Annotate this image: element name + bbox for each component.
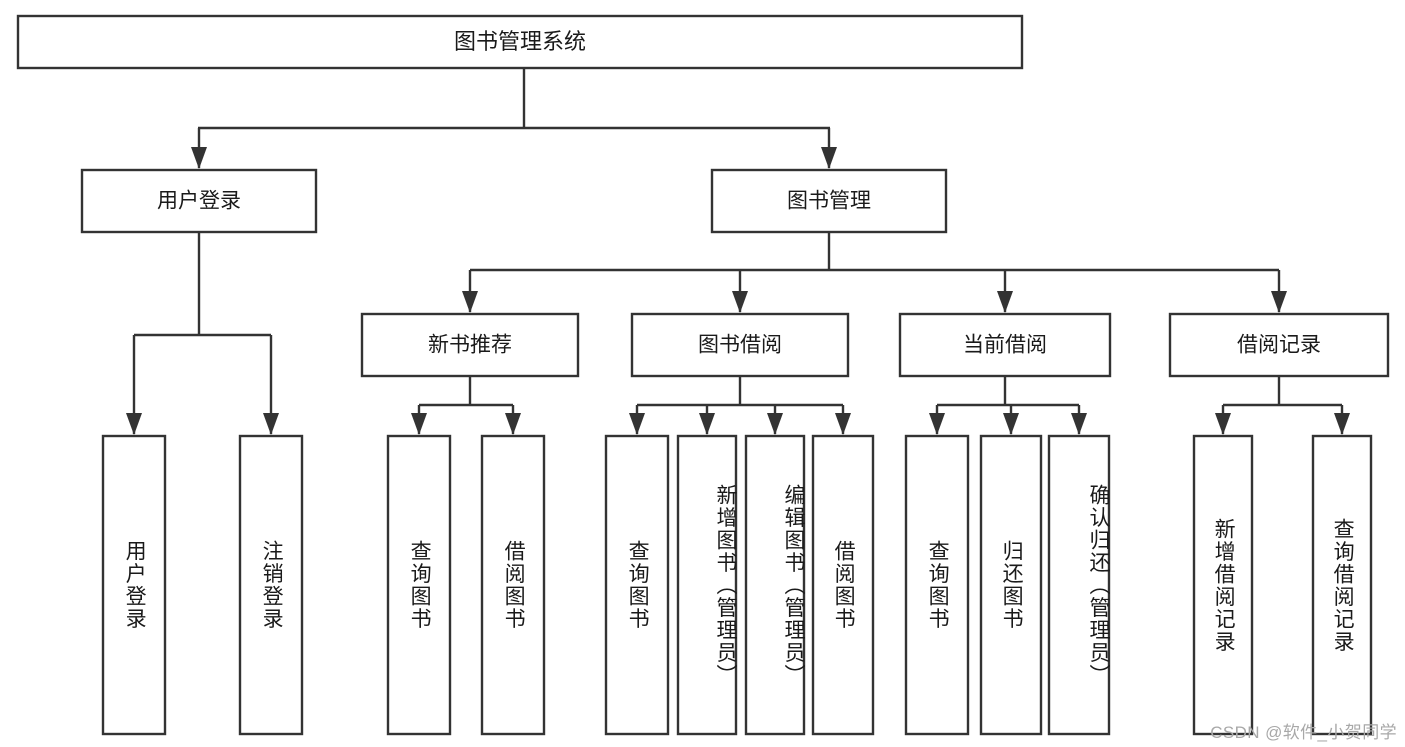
node-box-book-borrow[interactable]: [630, 312, 850, 378]
node-leaf-query-book-3[interactable]: [904, 434, 970, 736]
node-box-leaf-add-record[interactable]: [1192, 434, 1254, 736]
arrow-leaf-return-book: [1003, 413, 1019, 435]
node-leaf-query-book-1[interactable]: [386, 434, 452, 736]
arrow-leaf-borrow-book-1: [505, 413, 521, 435]
node-box-user-login[interactable]: [80, 168, 318, 234]
node-new-book-rec[interactable]: 新书推荐: [360, 312, 580, 378]
arrow-leaf-query-record: [1334, 413, 1350, 435]
node-label-user-login: 用户登录: [157, 190, 241, 213]
watermark: CSDN @软件_小贺同学: [1210, 723, 1397, 742]
node-box-leaf-query-book-1[interactable]: [386, 434, 452, 736]
node-leaf-user-login[interactable]: [101, 434, 167, 736]
node-box-leaf-borrow-book-1[interactable]: [480, 434, 546, 736]
node-leaf-query-record[interactable]: [1311, 434, 1373, 736]
node-box-leaf-edit-book[interactable]: [744, 434, 806, 736]
node-book-manage[interactable]: 图书管理: [710, 168, 948, 234]
node-label-current-borrow: 当前借阅: [963, 334, 1047, 357]
node-box-borrow-record[interactable]: [1168, 312, 1390, 378]
node-user-login[interactable]: 用户登录: [80, 168, 318, 234]
node-leaf-edit-book[interactable]: [744, 434, 806, 736]
arrow-leaf-query-book-3: [929, 413, 945, 435]
node-box-leaf-confirm-return[interactable]: [1047, 434, 1111, 736]
node-label-book-manage: 图书管理: [787, 190, 871, 213]
arrow-leaf-confirm-return: [1071, 413, 1087, 435]
node-book-borrow[interactable]: 图书借阅: [630, 312, 850, 378]
node-leaf-borrow-book-1[interactable]: [480, 434, 546, 736]
node-label-root: 图书管理系统: [454, 29, 586, 54]
node-box-root[interactable]: [16, 14, 1024, 70]
arrow-leaf-borrow-book-2: [835, 413, 851, 435]
arrow-leaf-edit-book: [767, 413, 783, 435]
arrow-user-login: [191, 147, 207, 169]
arrow-leaf-query-book-2: [629, 413, 645, 435]
node-leaf-borrow-book-2[interactable]: [811, 434, 875, 736]
arrow-leaf-add-book: [699, 413, 715, 435]
node-box-current-borrow[interactable]: [898, 312, 1112, 378]
arrow-leaf-query-book-1: [411, 413, 427, 435]
node-box-leaf-add-book[interactable]: [676, 434, 738, 736]
arrow-leaf-logout: [263, 413, 279, 435]
arrow-book-borrow: [732, 291, 748, 313]
node-box-leaf-query-book-2[interactable]: [604, 434, 670, 736]
node-label-new-book-rec: 新书推荐: [428, 334, 512, 357]
arrow-borrow-record: [1271, 291, 1287, 313]
arrow-leaf-add-record: [1215, 413, 1231, 435]
node-label-book-borrow: 图书借阅: [698, 334, 782, 357]
node-box-leaf-logout[interactable]: [238, 434, 304, 736]
arrow-new-book-rec: [462, 291, 478, 313]
node-box-leaf-borrow-book-2[interactable]: [811, 434, 875, 736]
node-box-leaf-user-login[interactable]: [101, 434, 167, 736]
node-borrow-record[interactable]: 借阅记录: [1168, 312, 1390, 378]
node-leaf-logout[interactable]: [238, 434, 304, 736]
node-label-borrow-record: 借阅记录: [1237, 334, 1321, 357]
node-root[interactable]: 图书管理系统: [16, 14, 1024, 70]
connectors-layer: [126, 68, 1350, 435]
node-leaf-confirm-return[interactable]: [1047, 434, 1111, 736]
node-current-borrow[interactable]: 当前借阅: [898, 312, 1112, 378]
node-box-leaf-query-book-3[interactable]: [904, 434, 970, 736]
node-box-leaf-query-record[interactable]: [1311, 434, 1373, 736]
node-leaf-query-book-2[interactable]: [604, 434, 670, 736]
arrow-leaf-user-login: [126, 413, 142, 435]
node-box-book-manage[interactable]: [710, 168, 948, 234]
node-box-new-book-rec[interactable]: [360, 312, 580, 378]
arrow-current-borrow: [997, 291, 1013, 313]
node-leaf-return-book[interactable]: [979, 434, 1043, 736]
arrow-book-manage: [821, 147, 837, 169]
node-box-leaf-return-book[interactable]: [979, 434, 1043, 736]
node-leaf-add-book[interactable]: [676, 434, 738, 736]
node-leaf-add-record[interactable]: [1192, 434, 1254, 736]
